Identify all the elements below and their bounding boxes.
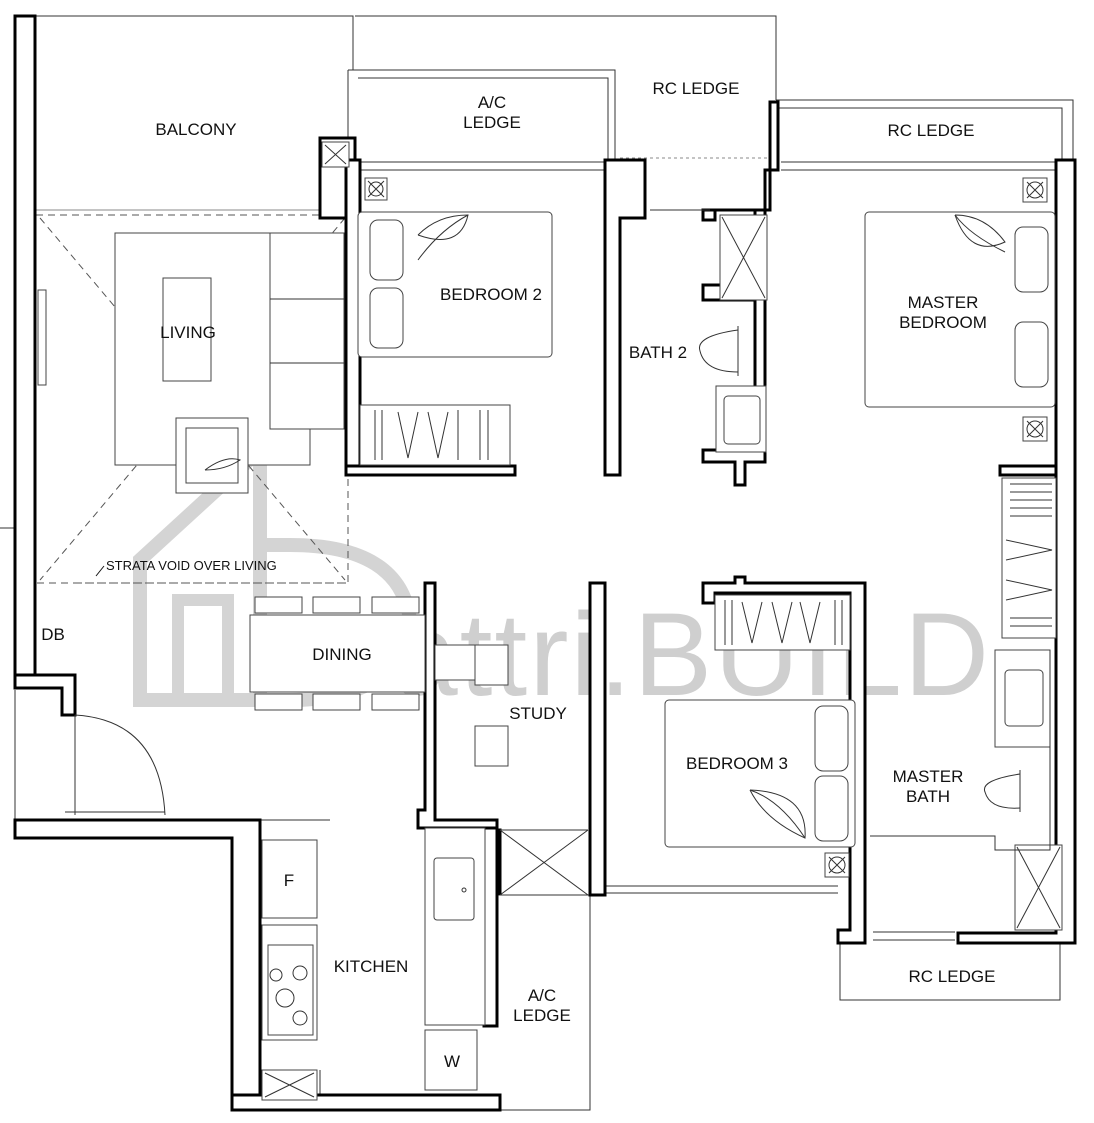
label-rc-ledge-right: RC LEDGE (888, 121, 975, 140)
room-labels: BALCONY A/C LEDGE RC LEDGE RC LEDGE LIVI… (41, 79, 995, 1071)
doors (65, 714, 166, 816)
label-strata-void: STRATA VOID OVER LIVING (106, 558, 277, 573)
furniture (37, 141, 1063, 1101)
strata-void-arrow (95, 565, 105, 577)
label-dining: DINING (312, 645, 372, 664)
label-study: STUDY (509, 704, 567, 723)
label-bedroom-3: BEDROOM 3 (686, 754, 788, 773)
label-ac-ledge-bottom-line2: LEDGE (513, 1006, 571, 1025)
outline-lines (0, 15, 1074, 1111)
label-balcony: BALCONY (155, 120, 236, 139)
label-fridge: F (284, 871, 294, 890)
label-living: LIVING (160, 323, 216, 342)
label-bath-2: BATH 2 (629, 343, 687, 362)
label-db: DB (41, 625, 65, 644)
label-master-bath-line1: MASTER (893, 767, 964, 786)
label-ac-ledge-top-line1: A/C (478, 93, 506, 112)
label-kitchen: KITCHEN (334, 957, 409, 976)
label-bedroom-2: BEDROOM 2 (440, 285, 542, 304)
label-master-bedroom-line1: MASTER (908, 293, 979, 312)
label-rc-ledge-bottom: RC LEDGE (909, 967, 996, 986)
label-master-bedroom-line2: BEDROOM (899, 313, 987, 332)
label-ac-ledge-bottom-line1: A/C (528, 986, 556, 1005)
label-ac-ledge-top-line2: LEDGE (463, 113, 521, 132)
label-rc-ledge-top: RC LEDGE (653, 79, 740, 98)
label-master-bath-line2: BATH (906, 787, 950, 806)
label-washer: W (444, 1052, 460, 1071)
